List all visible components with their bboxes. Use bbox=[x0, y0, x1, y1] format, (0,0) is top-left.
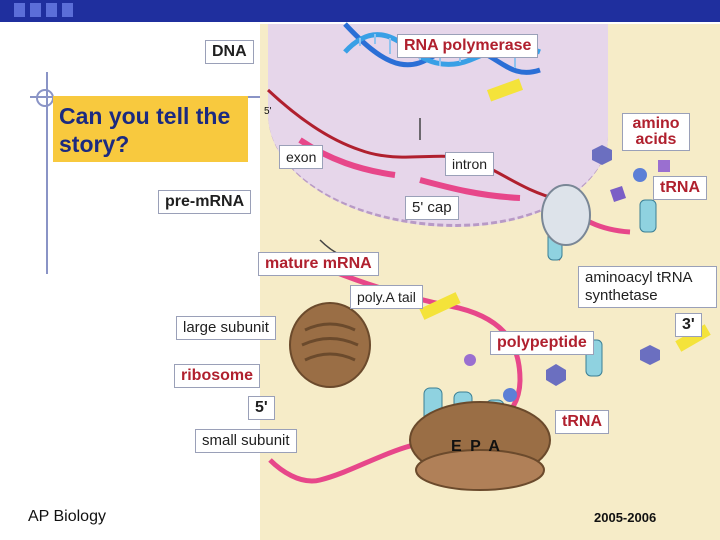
prompt-box: Can you tell the story? bbox=[53, 96, 248, 162]
label-rna-polymerase: RNA polymerase bbox=[397, 34, 539, 58]
label-aminoacyl-synthetase: aminoacyl tRNA synthetase bbox=[578, 266, 717, 308]
label-polya-tail: poly.A tail bbox=[350, 285, 423, 309]
site-p: P bbox=[470, 438, 483, 455]
label-mature-mrna: mature mRNA bbox=[258, 252, 379, 276]
label-five-prime: 5' bbox=[248, 396, 275, 420]
top-bar bbox=[0, 0, 720, 22]
label-five-cap: 5' cap bbox=[405, 196, 459, 220]
synthetase-enzyme bbox=[541, 184, 591, 246]
poly-a-marker-top bbox=[486, 78, 524, 102]
five-prime-top-label: 5' bbox=[264, 106, 272, 117]
label-large-subunit: large subunit bbox=[176, 316, 276, 340]
course-name: AP Biology bbox=[28, 508, 106, 525]
label-intron: intron bbox=[445, 152, 495, 176]
label-small-subunit: small subunit bbox=[195, 429, 297, 453]
label-trna-bottom: tRNA bbox=[555, 410, 609, 434]
slide-guide-vertical bbox=[46, 72, 48, 274]
label-exon: exon bbox=[279, 145, 324, 169]
label-amino-acids: amino acids bbox=[622, 113, 690, 151]
top-bar-segment bbox=[62, 3, 73, 17]
poly-a-marker bbox=[419, 292, 461, 320]
top-bar-segment bbox=[14, 3, 25, 17]
label-polypeptide: polypeptide bbox=[490, 331, 594, 355]
site-a: A bbox=[488, 438, 502, 455]
ribosome-shape bbox=[409, 401, 551, 491]
large-subunit-shape bbox=[289, 302, 371, 388]
year-range: 2005-2006 bbox=[594, 510, 657, 525]
three-prime-marker bbox=[675, 324, 711, 352]
site-e: E bbox=[451, 438, 464, 455]
ribosome-sites: E P A bbox=[451, 438, 502, 456]
label-dna: DNA bbox=[205, 40, 254, 64]
top-bar-segment bbox=[46, 3, 57, 17]
label-pre-mrna: pre-mRNA bbox=[158, 190, 252, 214]
label-three-prime: 3' bbox=[675, 313, 702, 337]
intron-segment bbox=[419, 177, 521, 201]
label-ribosome: ribosome bbox=[174, 364, 261, 388]
label-trna-top: tRNA bbox=[653, 176, 707, 200]
top-bar-segment bbox=[30, 3, 41, 17]
pre-mrna-strand bbox=[266, 88, 561, 202]
